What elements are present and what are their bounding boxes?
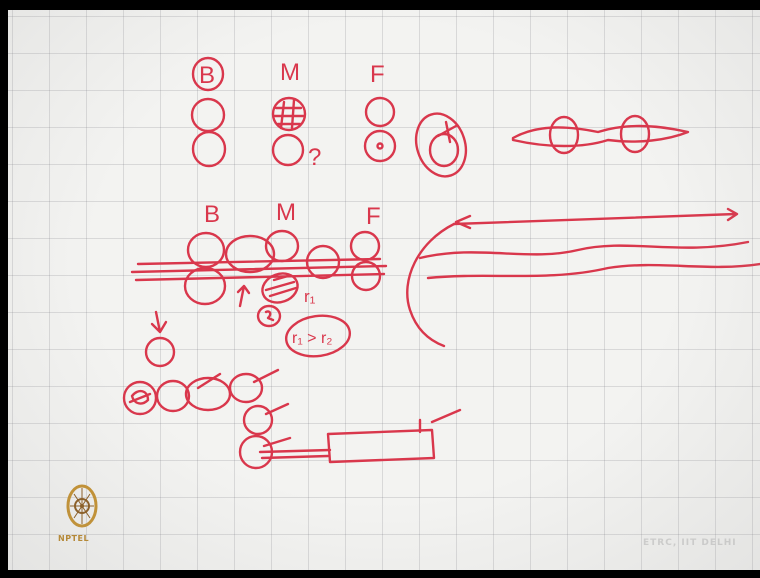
label-f-mid: F <box>366 203 381 230</box>
mid-circle-4 <box>305 244 341 280</box>
label-f-top: F <box>370 61 385 88</box>
small-circle-r2 <box>256 304 282 328</box>
mid-arrow-up <box>236 284 251 308</box>
flow-diagram <box>406 207 760 348</box>
label-b-top: B <box>199 62 215 89</box>
lower-circle-3 <box>155 379 191 413</box>
m-upper-circle-hatched <box>271 96 307 132</box>
chain-link-left <box>548 115 580 155</box>
f-upper-circle <box>364 96 396 128</box>
enclosed-particle-outline <box>414 112 468 178</box>
rectangle-ticks <box>418 408 462 434</box>
chain-link-right <box>619 114 651 154</box>
b-circle-mark <box>191 56 225 92</box>
hand-drawn-sketch: B M ? F <box>122 56 760 470</box>
label-r1: r₁ <box>304 287 316 306</box>
m-hatching <box>272 98 306 130</box>
nptel-logo-text: NPTEL <box>58 534 90 543</box>
b-lower-circle <box>191 130 227 168</box>
flow-arc <box>406 222 456 348</box>
rectangle-block <box>326 428 436 464</box>
b-upper-circle <box>190 97 226 133</box>
mid-circle-2 <box>224 234 276 274</box>
lower-circle-6 <box>242 404 274 436</box>
watermark-text: ETRC, IIT DELHI <box>643 538 737 548</box>
inequality-bubble <box>284 314 352 358</box>
mid-circle-6 <box>350 260 382 292</box>
lower-tick-2 <box>252 368 280 384</box>
chain-outline <box>511 124 690 148</box>
f-dot <box>376 142 384 150</box>
label-question: ? <box>308 144 321 171</box>
wavy-line-2 <box>426 262 760 280</box>
m-lower-circle <box>271 133 305 167</box>
middle-row-diagram: B M F r₁ r₁ > r₂ <box>130 199 388 358</box>
enclosed-particle-cross <box>436 120 458 144</box>
rod-lines <box>258 448 332 460</box>
lower-tick-1 <box>196 372 222 390</box>
flow-arrow-left-head <box>454 214 472 230</box>
small-circle-mark <box>264 310 275 322</box>
lower-arrow-down <box>150 310 168 334</box>
whiteboard-paper: B M ? F <box>8 10 760 570</box>
nptel-logo <box>66 484 98 528</box>
label-m-top: M <box>280 59 300 86</box>
wavy-line-1 <box>418 240 750 260</box>
lower-circle-4 <box>184 376 232 412</box>
lower-circle-1 <box>144 336 176 368</box>
lower-chain-diagram <box>122 310 462 470</box>
f-lower-circle <box>363 129 397 163</box>
hatched-oval <box>261 272 299 304</box>
label-inequality: r₁ > r₂ <box>292 330 333 347</box>
lower-tick-4 <box>262 436 292 448</box>
lower-circle-5 <box>228 372 264 404</box>
mid-circle-7 <box>183 266 227 306</box>
label-m-mid: M <box>276 199 296 226</box>
label-b-mid: B <box>204 201 220 228</box>
lower-tick-3 <box>264 402 290 416</box>
hatched-oval-scribble <box>264 274 298 298</box>
flow-arrow-top <box>452 207 739 226</box>
lower-circle-2-scribble <box>128 389 152 405</box>
mid-circle-5 <box>349 230 381 262</box>
top-row-diagram: B M ? F <box>190 56 690 178</box>
mid-rods <box>130 257 388 282</box>
enclosed-particle <box>428 132 460 168</box>
